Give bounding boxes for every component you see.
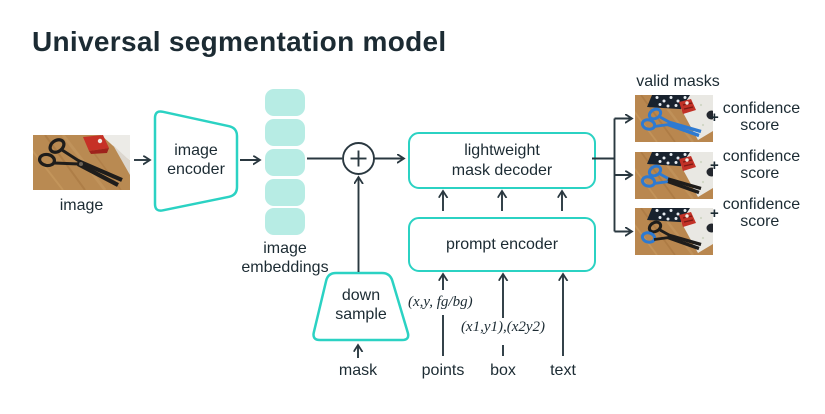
box-annotation: (x1,y1),(x2y2) — [460, 319, 546, 335]
mask-decoder-box: lightweight mask decoder — [408, 132, 596, 189]
input-image-label: image — [59, 197, 104, 214]
box-label: box — [490, 362, 516, 379]
image-encoder-shape — [153, 110, 239, 212]
embedding-block — [265, 89, 305, 116]
confidence-score-label: confidence score — [722, 100, 801, 134]
page-title: Universal segmentation model — [32, 26, 447, 57]
points-label: points — [421, 362, 465, 379]
confidence-row: + confidence score — [710, 100, 801, 134]
confidence-row: + confidence score — [710, 196, 801, 230]
embedding-block — [265, 208, 305, 235]
down-sample-shape — [312, 271, 410, 342]
valid-mask-image-handles — [635, 152, 713, 199]
valid-mask-image-loop — [635, 208, 713, 255]
embedding-block — [265, 149, 305, 176]
plus-sign: + — [710, 156, 719, 174]
text-label: text — [550, 362, 576, 379]
mask-decoder-label: lightweight mask decoder — [451, 142, 553, 179]
confidence-score-label: confidence score — [722, 148, 801, 182]
prompt-encoder-box: prompt encoder — [408, 217, 596, 272]
points-annotation: (x,y, fg/bg) — [408, 294, 473, 310]
prompt-encoder-label: prompt encoder — [445, 235, 559, 253]
embeddings-label: image embeddings — [241, 240, 329, 276]
down-sample-label: down sample — [335, 287, 387, 323]
confidence-row: + confidence score — [710, 148, 801, 182]
embedding-block — [265, 119, 305, 146]
image-encoder-label: image encoder — [167, 142, 225, 178]
plus-sign: + — [710, 204, 719, 222]
input-image-scissors — [33, 135, 130, 190]
confidence-score-label: confidence score — [722, 196, 801, 230]
valid-mask-image-whole — [635, 95, 713, 142]
plus-sign: + — [710, 108, 719, 126]
embedding-block — [265, 179, 305, 206]
mask-label: mask — [338, 362, 378, 379]
valid-masks-label: valid masks — [636, 73, 720, 90]
